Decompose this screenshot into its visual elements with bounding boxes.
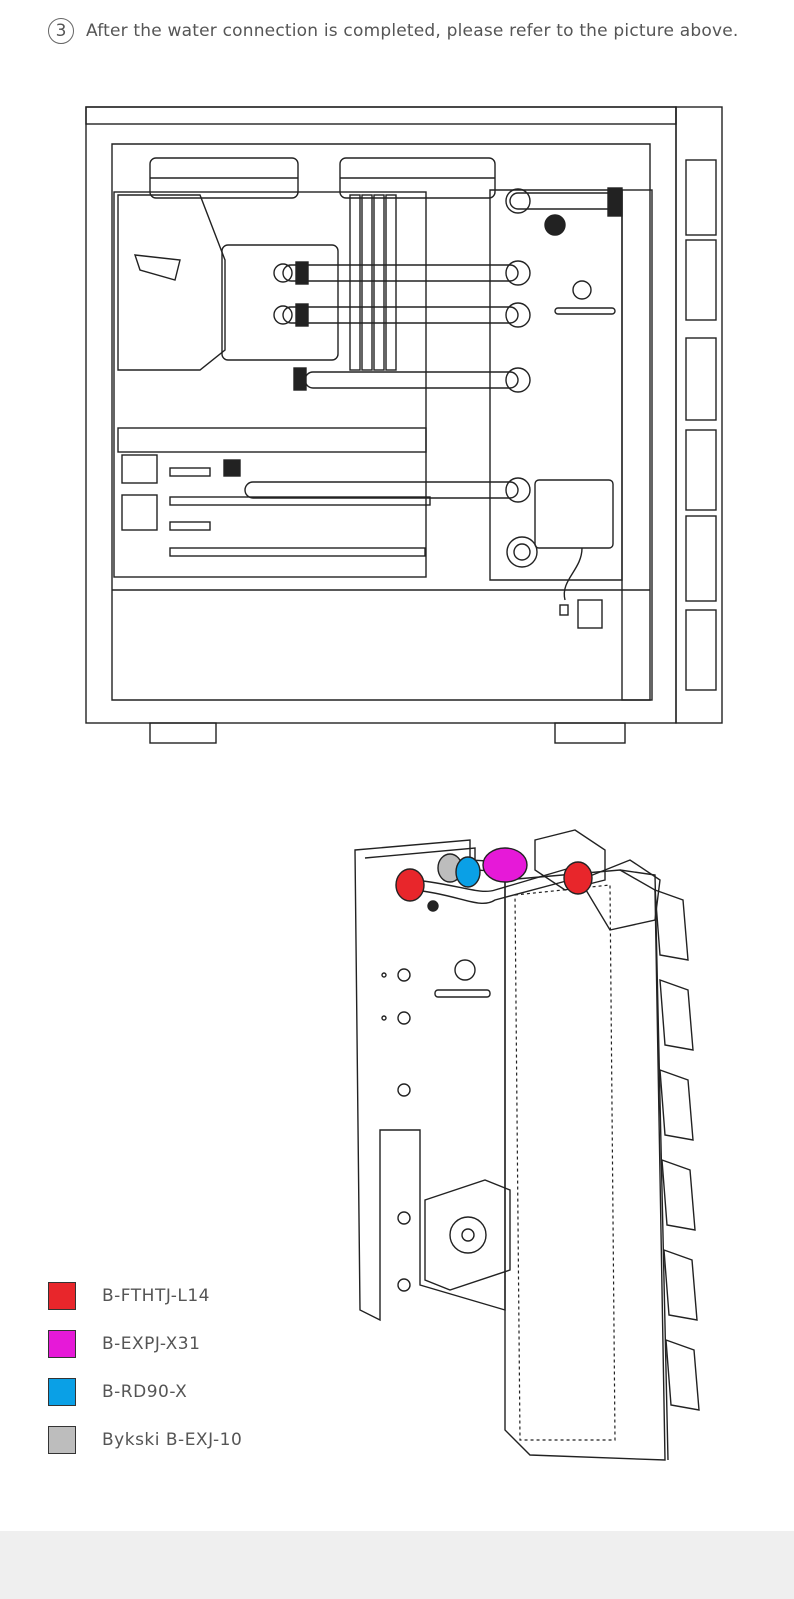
step-text: After the water connection is completed,…: [86, 21, 739, 41]
footer-band: [0, 1531, 794, 1599]
radiator-assembly-drawing: [354, 829, 700, 1461]
legend-item: Bykski B-EXJ-10: [48, 1426, 242, 1454]
legend-swatch-magenta: [48, 1330, 76, 1358]
legend-swatch-red: [48, 1282, 76, 1310]
pc-case-drawing: [85, 106, 723, 744]
color-legend: B-FTHTJ-L14 B-EXPJ-X31 B-RD90-X Bykski B…: [48, 1282, 242, 1474]
legend-label: Bykski B-EXJ-10: [102, 1430, 243, 1450]
step-instruction: 3 After the water connection is complete…: [48, 18, 739, 44]
legend-label: B-FTHTJ-L14: [102, 1286, 210, 1306]
legend-swatch-gray: [48, 1426, 76, 1454]
step-number-badge: 3: [48, 18, 74, 44]
legend-item: B-FTHTJ-L14: [48, 1282, 242, 1310]
legend-label: B-RD90-X: [102, 1382, 188, 1402]
legend-item: B-EXPJ-X31: [48, 1330, 242, 1358]
legend-swatch-blue: [48, 1378, 76, 1406]
legend-item: B-RD90-X: [48, 1378, 242, 1406]
legend-label: B-EXPJ-X31: [102, 1334, 201, 1354]
